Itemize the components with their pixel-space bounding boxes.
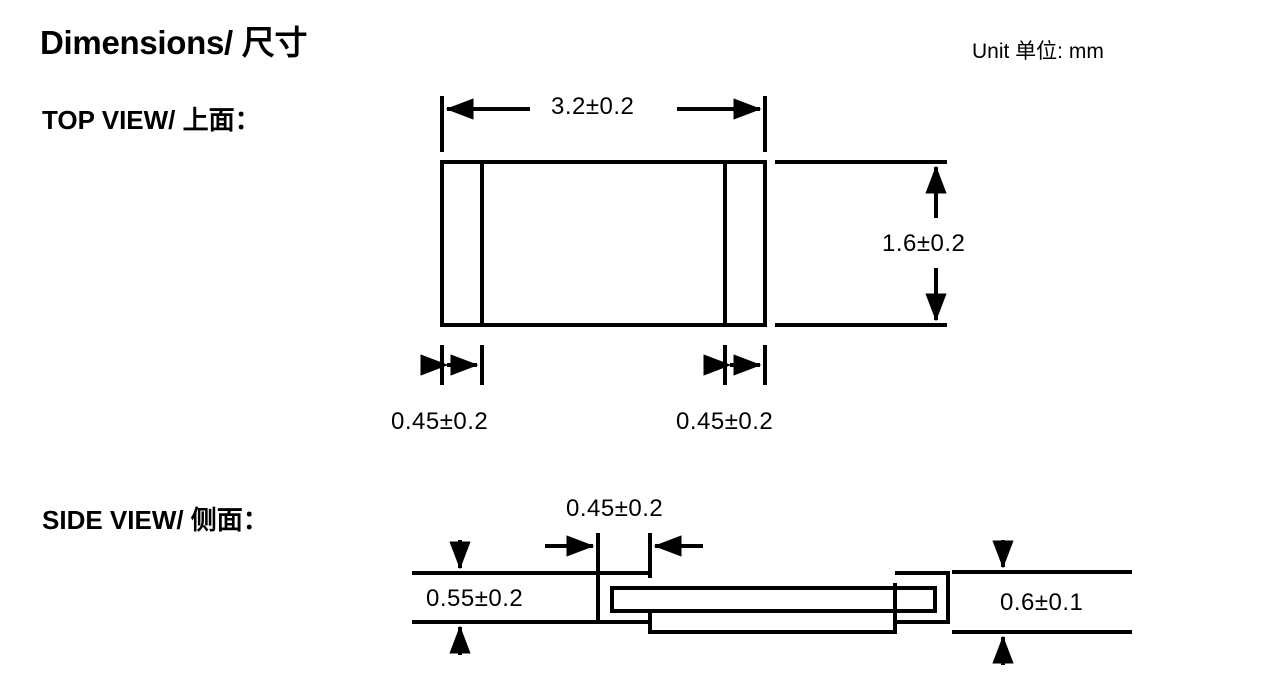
dim-label-top-width: 1.6±0.2 — [882, 230, 966, 257]
dim-label-side-terminal: 0.45±0.2 — [566, 495, 664, 522]
unit-note: Unit 单位: mm — [972, 40, 1104, 63]
side-view-terminal-right — [895, 571, 950, 624]
dim-label-top-terminal-right: 0.45±0.2 — [676, 408, 774, 435]
top-view-label: TOP VIEW/ 上面： — [42, 105, 261, 135]
top-terminal-left-extension-lines — [440, 345, 484, 385]
dim-label-side-thickness: 0.6±0.1 — [1000, 589, 1084, 616]
side-view-body — [648, 583, 897, 634]
side-view-terminal-left — [596, 571, 650, 624]
dim-label-top-terminal-left: 0.45±0.2 — [391, 408, 489, 435]
side-terminal-extension-lines — [596, 533, 652, 578]
top-terminal-right-extension-lines — [723, 345, 767, 385]
page-title: Dimensions/ 尺寸 — [40, 24, 308, 61]
side-view-inner-bar — [610, 586, 937, 613]
side-view-label: SIDE VIEW/ 侧面： — [42, 505, 269, 535]
dim-label-side-height: 0.55±0.2 — [426, 585, 524, 612]
dim-label-top-length: 3.2±0.2 — [551, 93, 635, 120]
top-view-body — [440, 160, 767, 327]
